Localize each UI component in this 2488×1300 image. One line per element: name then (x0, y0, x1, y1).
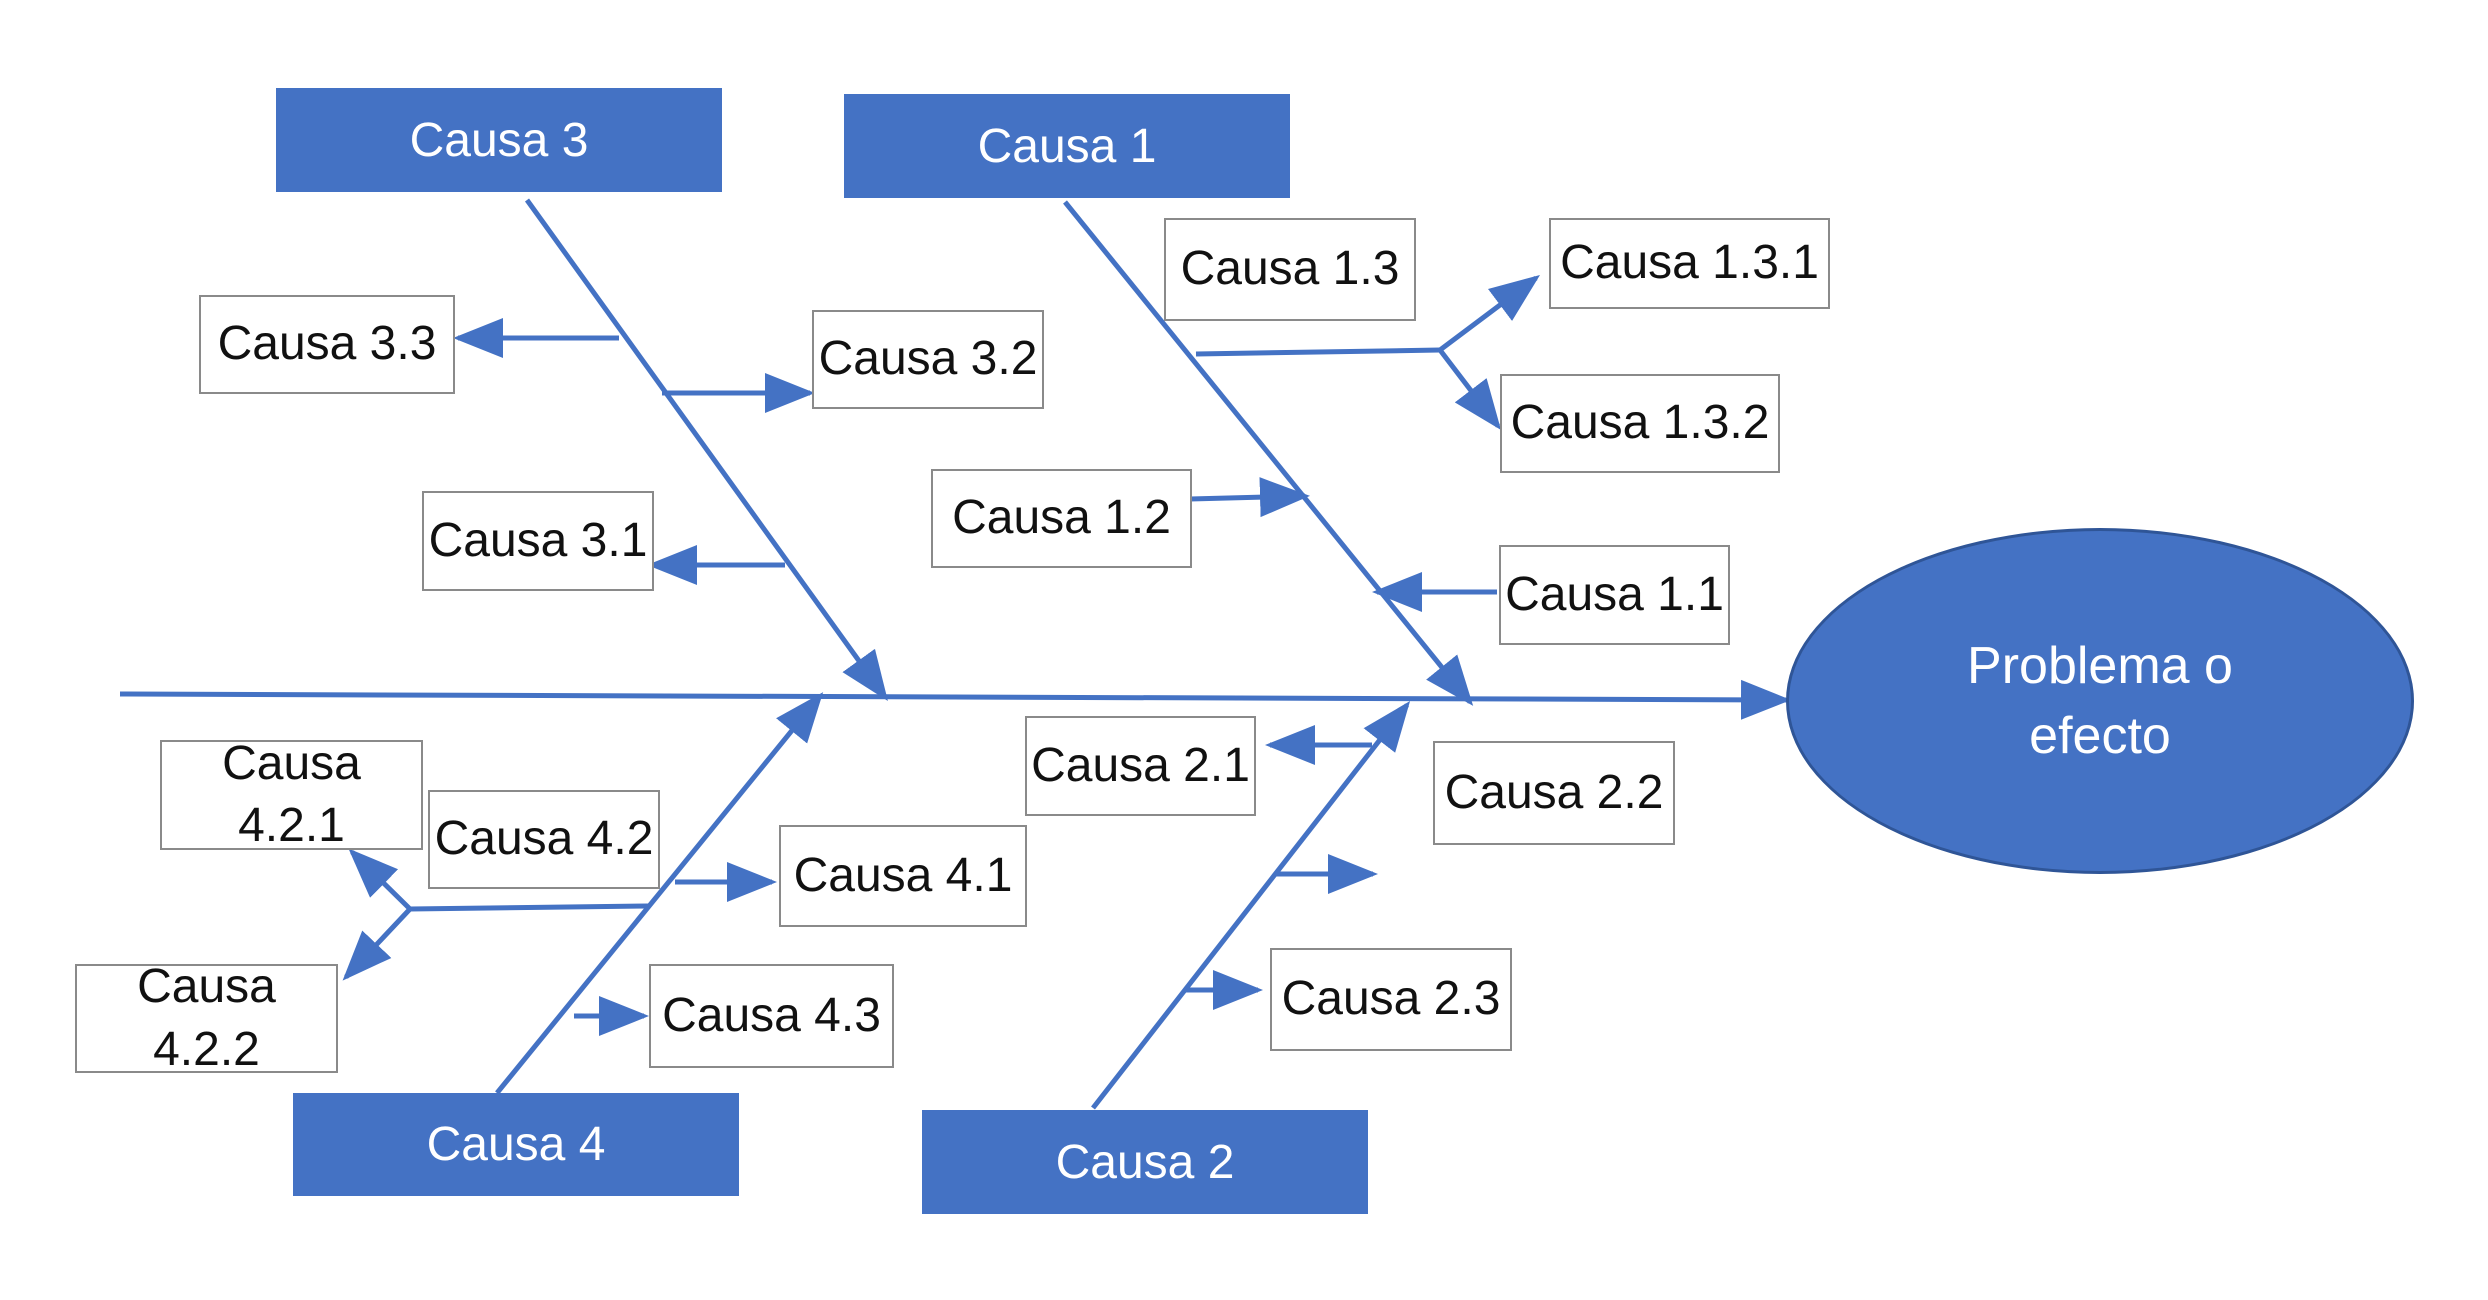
arrow-causa-1-2 (1189, 477, 1310, 518)
sub-cause-1-2: Causa 1.2 (931, 469, 1192, 568)
sub-cause-2-1: Causa 2.1 (1025, 716, 1256, 816)
bone-causa-1 (1063, 200, 1474, 706)
bone-causa-4 (495, 692, 824, 1095)
sub-cause-4-2-2: Causa 4.2.2 (75, 960, 338, 1076)
sub-cause-4-1: Causa 4.1 (779, 825, 1027, 927)
main-cause-4: Causa 4 (293, 1093, 739, 1196)
arrow-causa-4-2-1 (348, 848, 412, 911)
main-cause-1: Causa 1 (844, 94, 1290, 198)
main-cause-2: Causa 2 (922, 1110, 1368, 1214)
sub-cause-1-3: Causa 1.3 (1164, 218, 1416, 321)
spine-line (119, 679, 1791, 720)
sub-cause-3-1: Causa 3.1 (422, 491, 654, 591)
arrow-causa-1-3-2 (1438, 348, 1502, 430)
effect-label: Problema o efecto (1967, 636, 2233, 765)
arrow-causa-4-2 (409, 903, 649, 912)
sub-cause-1-3-1: Causa 1.3.1 (1549, 218, 1830, 309)
arrow-causa-4-2-2 (342, 907, 412, 981)
bone-causa-2 (1091, 701, 1411, 1110)
sub-cause-3-3: Causa 3.3 (199, 295, 455, 394)
arrow-causa-1-3-1 (1438, 275, 1540, 352)
arrow-causa-1-3 (1195, 347, 1441, 357)
sub-cause-4-2-1: Causa 4.2.1 (160, 737, 423, 852)
bone-causa-3 (524, 198, 888, 702)
sub-cause-2-2: Causa 2.2 (1433, 741, 1675, 845)
sub-cause-3-2: Causa 3.2 (812, 310, 1044, 409)
sub-cause-4-3: Causa 4.3 (649, 964, 894, 1068)
sub-cause-1-1: Causa 1.1 (1499, 545, 1730, 645)
effect-ellipse: Problema o efecto (1786, 528, 2414, 874)
sub-cause-1-3-2: Causa 1.3.2 (1500, 374, 1780, 473)
main-cause-3: Causa 3 (276, 88, 722, 192)
sub-cause-4-2: Causa 4.2 (428, 790, 660, 889)
sub-cause-2-3: Causa 2.3 (1270, 948, 1512, 1051)
